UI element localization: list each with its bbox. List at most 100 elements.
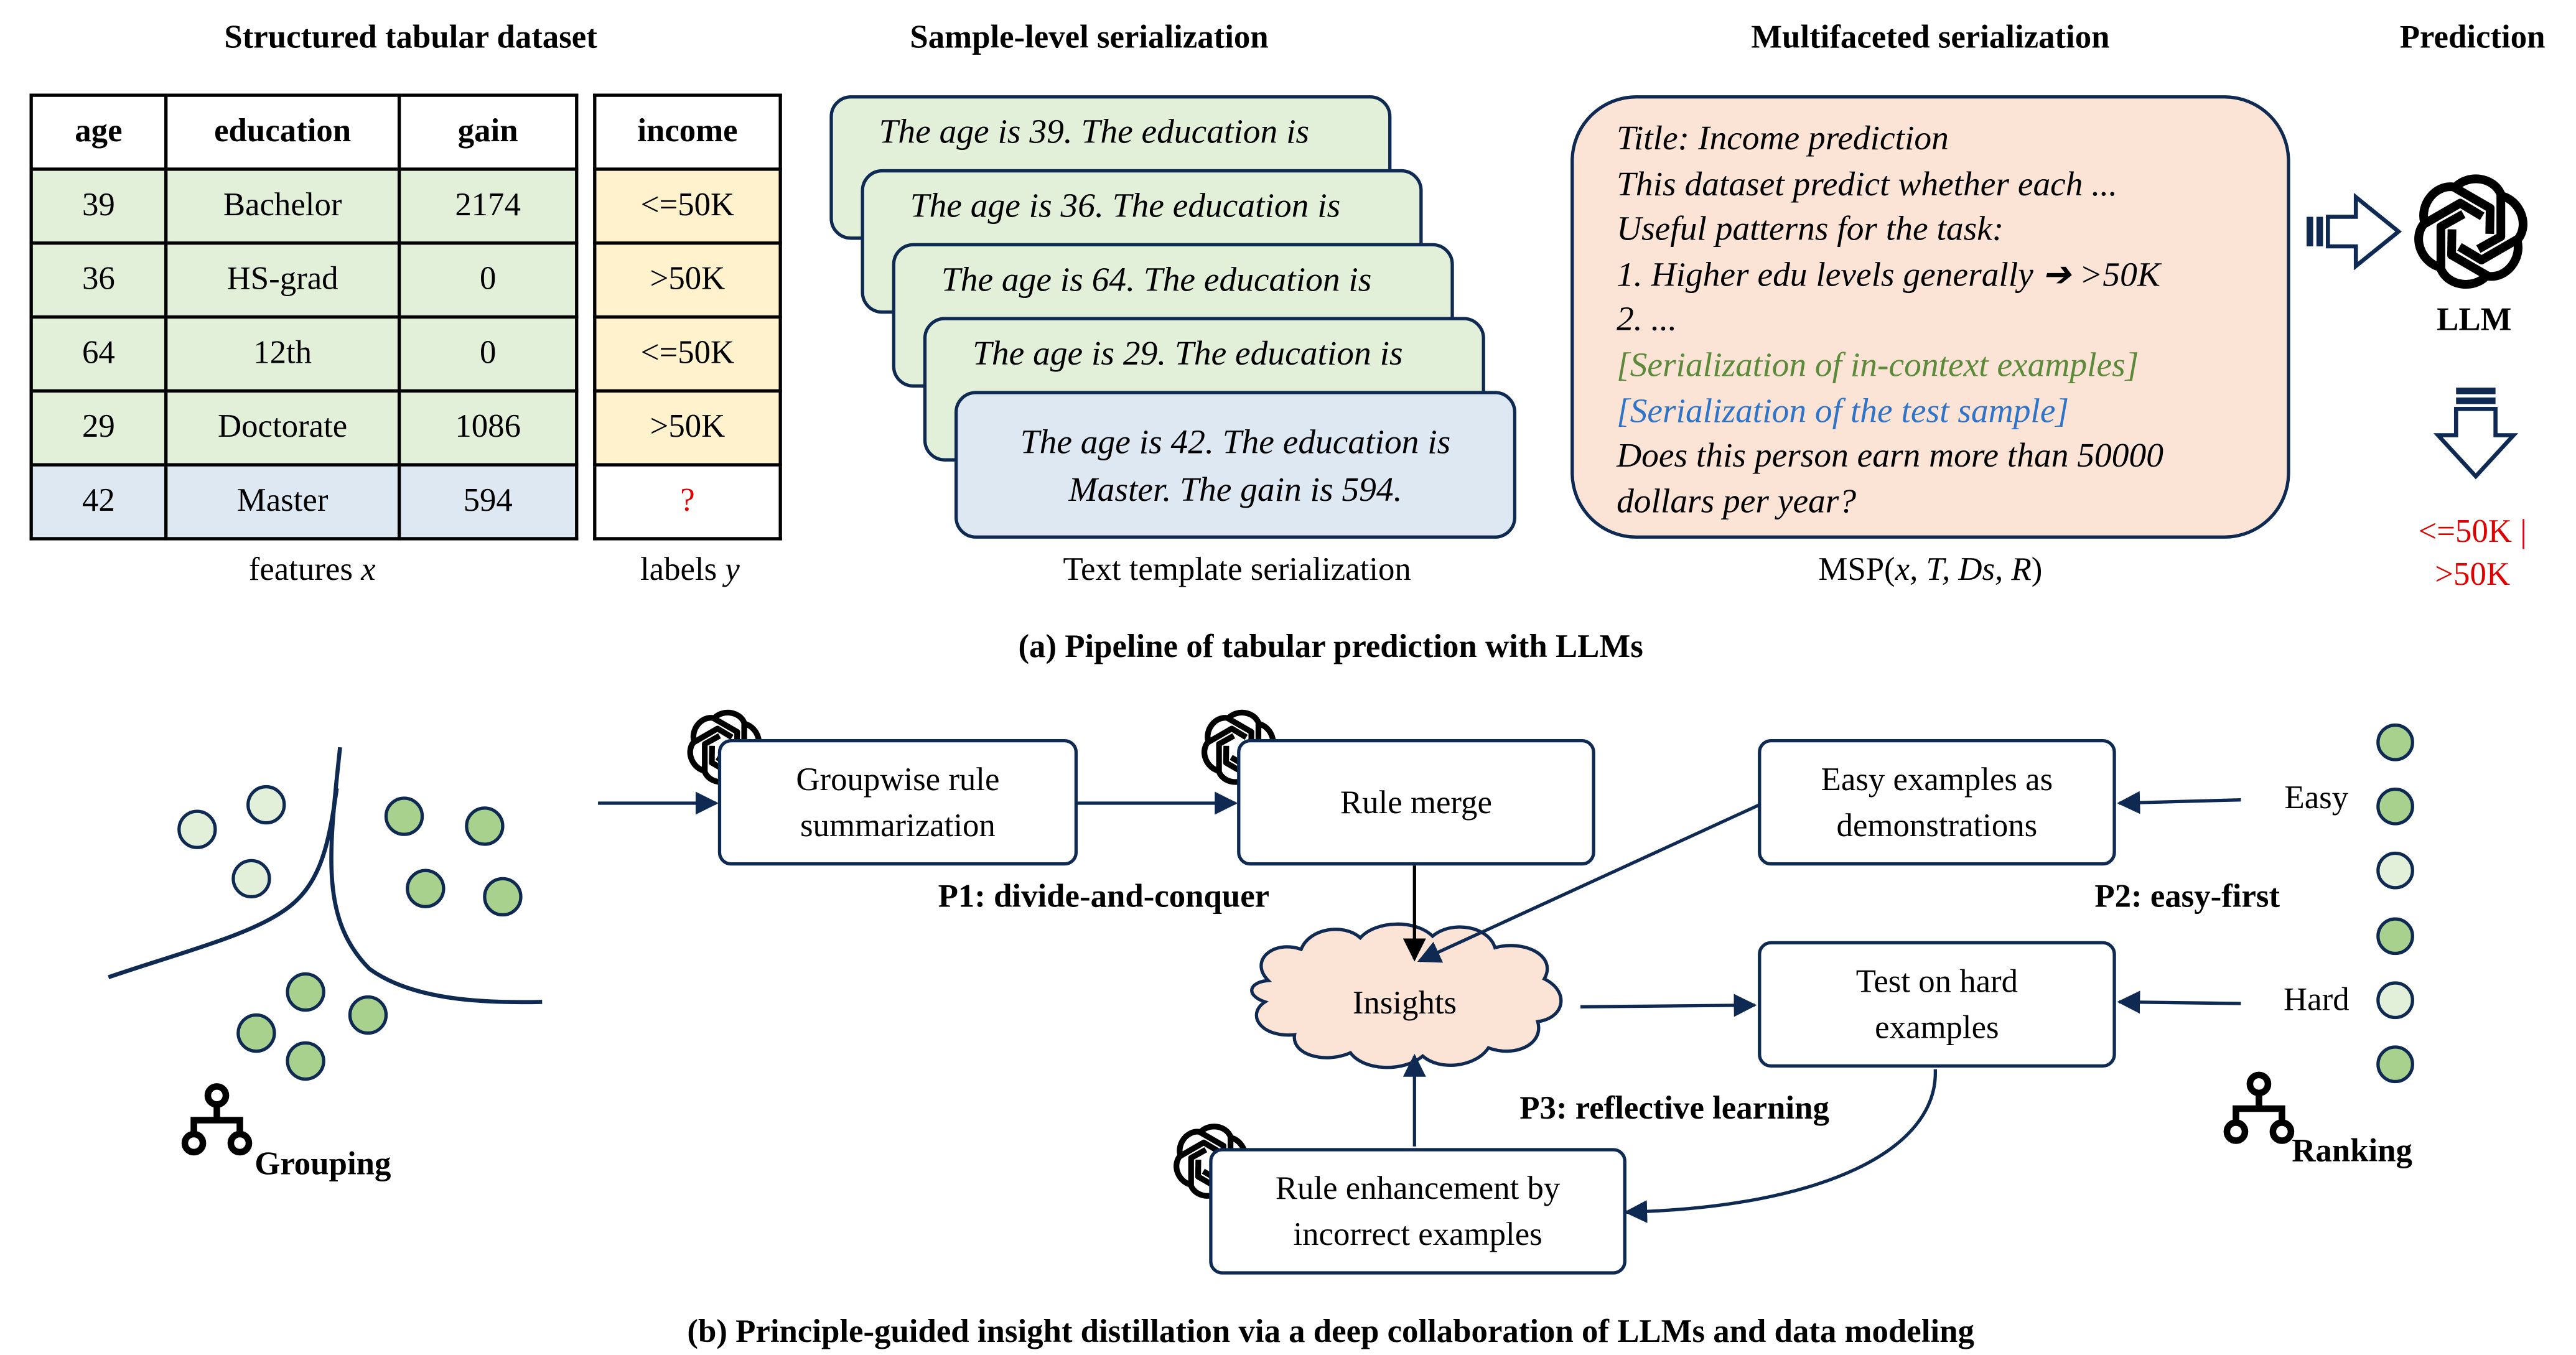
ranking-label: Ranking	[2292, 1133, 2412, 1170]
msp-line: dollars per year?	[1617, 480, 1857, 521]
card-text: The age is 39. The education is	[879, 111, 1310, 151]
msp-caption-suffix: )	[2031, 552, 2043, 589]
table-row: 64 12th 0	[29, 315, 579, 393]
table-row-test: 42 Master 594	[29, 463, 579, 541]
box-label: Rule enhancement by incorrect examples	[1275, 1170, 1561, 1253]
table-header-row: income	[593, 93, 782, 171]
serialization-card-test: The age is 42. The education is Master. …	[954, 391, 1517, 539]
table-row: 29 Doctorate 1086	[29, 389, 579, 467]
table-row: 39 Bachelor 2174	[29, 167, 579, 245]
dataset-heading: Structured tabular dataset	[224, 19, 597, 56]
table-row-test: ?	[593, 463, 782, 541]
column-header-age: age	[29, 93, 168, 171]
msp-line: Does this person earn more than 50000	[1617, 435, 2163, 475]
rule-enhancement-box: Rule enhancement by incorrect examples	[1209, 1148, 1626, 1275]
ranking-dots	[2376, 723, 2414, 1084]
card-text: The age is 36. The education is	[910, 185, 1341, 225]
cell-income: <=50K	[593, 315, 782, 393]
hierarchy-icon	[185, 1086, 249, 1152]
multifaceted-heading: Multifaceted serialization	[1751, 19, 2110, 56]
cell-education: Bachelor	[164, 167, 401, 245]
table-row: <=50K	[593, 167, 782, 245]
features-caption-text: features	[248, 552, 362, 589]
table-row: >50K	[593, 389, 782, 467]
table-row: 36 HS-grad 0	[29, 241, 579, 319]
table-row: <=50K	[593, 315, 782, 393]
msp-caption-prefix: MSP(	[1818, 552, 1895, 589]
column-header-gain: gain	[397, 93, 579, 171]
labels-table: income <=50K >50K <=50K >50K ?	[593, 93, 782, 541]
flow-arrows	[598, 791, 2241, 1223]
labels-caption-text: labels	[640, 552, 726, 589]
prediction-output-line: <=50K |	[2418, 514, 2527, 551]
easy-demonstrations-box: Easy examples as demonstrations	[1758, 739, 2116, 866]
msp-line-examples: [Serialization of in-context examples]	[1617, 345, 2139, 384]
principle-p2: P2: easy-first	[2094, 878, 2280, 915]
cell-education: Doctorate	[164, 389, 401, 467]
grouping-scatter	[108, 747, 543, 1081]
prediction-output-line: >50K	[2435, 556, 2511, 594]
easy-label: Easy	[2284, 780, 2349, 817]
box-label: Test on hard examples	[1855, 963, 2018, 1046]
column-header-education: education	[164, 93, 401, 171]
msp-line: This dataset predict whether each ...	[1617, 163, 2117, 203]
insights-label: Insights	[1352, 985, 1457, 1022]
subcaption-b: (b) Principle-guided insight distillatio…	[687, 1314, 1974, 1351]
column-header-income: income	[593, 93, 782, 171]
cell-gain: 2174	[397, 167, 579, 245]
block-arrow-down-icon	[2433, 388, 2519, 480]
msp-prompt-box: Title: Income prediction This dataset pr…	[1570, 95, 2290, 539]
msp-line: Title: Income prediction	[1617, 118, 1949, 158]
llm-label: LLM	[2437, 302, 2512, 338]
table-header-row: age education gain	[29, 93, 579, 171]
block-arrow-right-icon	[2306, 192, 2402, 271]
card-text: Master. The gain is 594.	[1068, 470, 1402, 510]
cell-education: Master	[164, 463, 401, 541]
card-text: The age is 42. The education is	[1020, 422, 1451, 462]
cell-age: 39	[29, 167, 168, 245]
grouping-label: Grouping	[254, 1146, 391, 1183]
msp-caption-args: x, T, Ds, R	[1895, 552, 2032, 589]
test-hard-box: Test on hard examples	[1758, 941, 2116, 1068]
msp-caption: MSP(x, T, Ds, R)	[1742, 552, 2119, 590]
groupwise-rule-box: Groupwise rule summarization	[717, 739, 1078, 866]
subcaption-a: (a) Pipeline of tabular prediction with …	[1018, 629, 1643, 666]
labels-variable: y	[725, 552, 740, 589]
box-label: Rule merge	[1340, 784, 1492, 821]
msp-line: 1. Higher edu levels generally ➔ >50K	[1617, 254, 2160, 294]
msp-line-test-sample: [Serialization of the test sample]	[1617, 390, 2070, 430]
insights-cloud	[1250, 922, 1563, 1069]
features-variable: x	[361, 552, 376, 589]
principle-p3: P3: reflective learning	[1519, 1090, 1829, 1127]
box-label: Easy examples as demonstrations	[1821, 761, 2053, 844]
cell-gain: 1086	[397, 389, 579, 467]
cell-gain: 594	[397, 463, 579, 541]
cell-income: >50K	[593, 241, 782, 319]
card-text: The age is 29. The education is	[973, 333, 1403, 373]
cell-age: 29	[29, 389, 168, 467]
cell-income: <=50K	[593, 167, 782, 245]
cell-gain: 0	[397, 315, 579, 393]
cell-gain: 0	[397, 241, 579, 319]
features-caption: features x	[230, 552, 394, 590]
cell-education: HS-grad	[164, 241, 401, 319]
prediction-heading: Prediction	[2399, 19, 2546, 56]
msp-line: Useful patterns for the task:	[1617, 208, 2004, 249]
sample-serialization-heading: Sample-level serialization	[910, 19, 1269, 56]
cell-age: 42	[29, 463, 168, 541]
table-row: >50K	[593, 241, 782, 319]
hard-label: Hard	[2284, 982, 2350, 1018]
cell-income-unknown: ?	[593, 463, 782, 541]
labels-caption: labels y	[608, 552, 772, 590]
openai-logo-icon	[2410, 179, 2532, 284]
principle-p1: P1: divide-and-conquer	[938, 878, 1270, 915]
box-label: Groupwise rule summarization	[796, 761, 1000, 844]
msp-line: 2. ...	[1617, 299, 1678, 339]
cell-education: 12th	[164, 315, 401, 393]
rule-merge-box: Rule merge	[1237, 739, 1595, 866]
hierarchy-icon	[2227, 1075, 2291, 1141]
prediction-output: <=50K | >50K	[2382, 511, 2562, 596]
cell-income: >50K	[593, 389, 782, 467]
